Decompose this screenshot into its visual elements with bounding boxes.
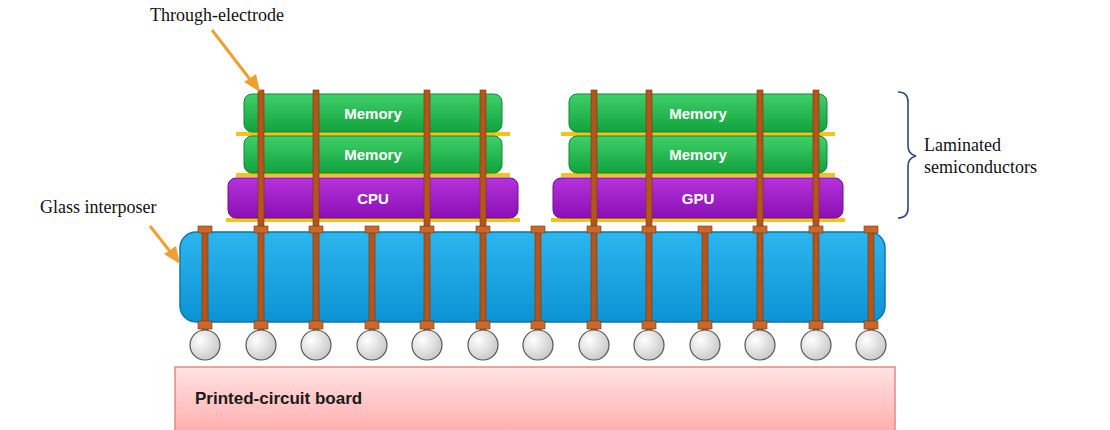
electrode (254, 321, 268, 329)
solder-balls (190, 330, 886, 360)
electrode (698, 226, 712, 233)
electrode (369, 228, 375, 332)
electrode (198, 226, 212, 233)
solder-ball (468, 330, 498, 360)
memory-chip: Memory (569, 94, 827, 132)
electrode (531, 226, 545, 233)
electrode (753, 226, 767, 233)
electrode (309, 321, 323, 329)
electrode (313, 90, 319, 332)
solder-ball (412, 330, 442, 360)
node-label: Memory (344, 146, 402, 163)
electrode (753, 321, 767, 329)
solder-ball (301, 330, 331, 360)
node-label: GPU (682, 190, 715, 207)
electrode (420, 321, 434, 329)
pcb-body (175, 367, 895, 430)
group-bracket (898, 92, 916, 218)
node-label: CPU (357, 190, 389, 207)
electrode (535, 228, 541, 332)
electrode (809, 321, 823, 329)
electrode (698, 321, 712, 329)
memory-die (244, 94, 827, 173)
electrode (591, 90, 597, 332)
electrode (420, 226, 434, 233)
solder-ball (690, 330, 720, 360)
solder-ball (357, 330, 387, 360)
solder-ball (745, 330, 775, 360)
through-electrodes (198, 90, 878, 332)
solder-ball (246, 330, 276, 360)
node-label: Memory (669, 146, 727, 163)
electrode (309, 226, 323, 233)
electrode (646, 90, 652, 332)
callout-label: Through-electrode (150, 4, 350, 26)
electrode (587, 321, 601, 329)
electrode (258, 90, 264, 332)
electrode (813, 90, 819, 332)
solder-ball (523, 330, 553, 360)
electrode (864, 321, 878, 329)
electrode (198, 321, 212, 329)
solder-ball (634, 330, 664, 360)
solder-ball (579, 330, 609, 360)
electrode (642, 321, 656, 329)
electrode (365, 321, 379, 329)
electrode (702, 228, 708, 332)
electrode (864, 226, 878, 233)
electrode (202, 228, 208, 332)
electrode (587, 226, 601, 233)
electrode (868, 228, 874, 332)
electrode (480, 90, 486, 332)
electrode (424, 90, 430, 332)
solder-ball (801, 330, 831, 360)
glass-interposer (180, 232, 885, 322)
memory-chip: Memory (244, 136, 502, 173)
electrode (476, 321, 490, 329)
electrode (757, 90, 763, 332)
node-label: Memory (344, 105, 402, 122)
solder-ball (856, 330, 886, 360)
node-label: Printed-circuit board (195, 389, 362, 409)
cpu-chip: CPU (228, 178, 518, 218)
electrode (365, 226, 379, 233)
electrode (254, 226, 268, 233)
memory-chip: Memory (569, 136, 827, 173)
electrode (809, 226, 823, 233)
electrode (531, 321, 545, 329)
processor-die (228, 178, 843, 218)
group-label: Laminated semiconductors (924, 134, 1094, 178)
electrode (642, 226, 656, 233)
gpu-chip: GPU (553, 178, 843, 218)
node-label: Memory (669, 105, 727, 122)
leader-arrow (150, 30, 260, 264)
circuit-board: Printed-circuit board (175, 367, 895, 430)
solder-ball (190, 330, 220, 360)
electrode (476, 226, 490, 233)
callout-label: Glass interposer (40, 196, 200, 218)
memory-chip: Memory (244, 94, 502, 132)
